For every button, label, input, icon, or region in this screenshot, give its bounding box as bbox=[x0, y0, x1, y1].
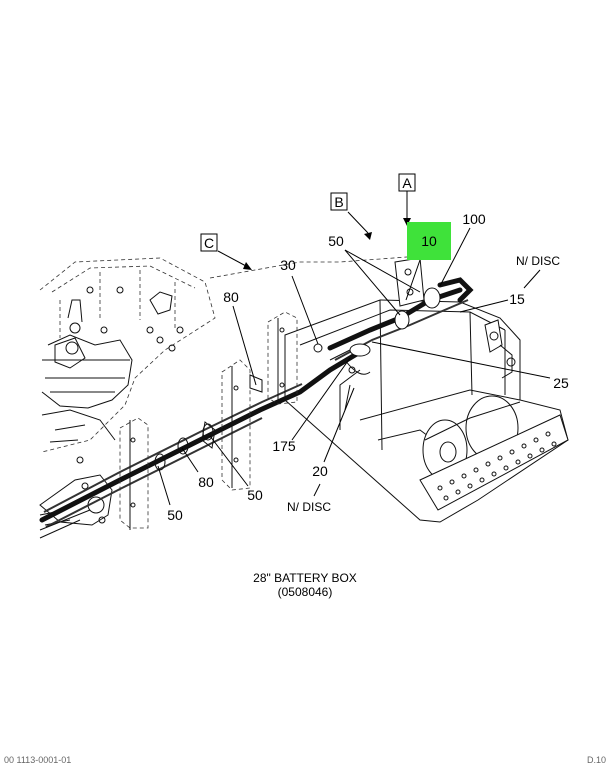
callout-ndisc-top: N/ DISC bbox=[516, 254, 560, 289]
svg-text:25: 25 bbox=[553, 375, 569, 391]
callout-20: 20 bbox=[312, 387, 355, 479]
caption-title: 28" BATTERY BOX bbox=[253, 571, 357, 585]
svg-text:C: C bbox=[204, 235, 214, 251]
frame-rail bbox=[209, 255, 421, 279]
callout-30: 30 bbox=[280, 257, 319, 345]
svg-text:A: A bbox=[402, 175, 412, 191]
callout-80-bottom: 80 bbox=[181, 447, 214, 490]
svg-text:15: 15 bbox=[509, 291, 525, 307]
frame-bracket-left bbox=[119, 417, 149, 530]
svg-text:N/ DISC: N/ DISC bbox=[516, 254, 560, 268]
svg-text:80: 80 bbox=[223, 289, 239, 305]
figure-caption: 28" BATTERY BOX (0508046) bbox=[0, 571, 610, 599]
callout-175: 175 bbox=[272, 357, 351, 454]
svg-text:100: 100 bbox=[462, 211, 486, 227]
callout-25: 25 bbox=[371, 341, 569, 391]
svg-text:80: 80 bbox=[198, 474, 214, 490]
svg-text:50: 50 bbox=[167, 507, 183, 523]
svg-text:B: B bbox=[334, 194, 343, 210]
svg-text:20: 20 bbox=[312, 463, 328, 479]
callout-50-middle: 50 bbox=[209, 435, 263, 503]
svg-text:10: 10 bbox=[421, 233, 437, 249]
svg-text:30: 30 bbox=[280, 257, 296, 273]
svg-text:50: 50 bbox=[328, 233, 344, 249]
callout-100: 100 bbox=[439, 211, 486, 287]
footer-right-text: D.10 bbox=[586, 755, 606, 765]
transmission-assembly bbox=[39, 257, 216, 464]
footer-left-text: 00 1113-0001-01 bbox=[4, 755, 72, 765]
svg-text:175: 175 bbox=[272, 438, 296, 454]
callout-50-bottom: 50 bbox=[157, 465, 183, 523]
callout-10-highlight bbox=[407, 222, 451, 260]
battery-box bbox=[284, 257, 569, 523]
callout-50-top: 50 bbox=[328, 233, 421, 316]
callout-10: 10 bbox=[405, 222, 451, 301]
battery-cables bbox=[313, 277, 474, 411]
svg-text:N/ DISC: N/ DISC bbox=[287, 500, 331, 514]
svg-text:50: 50 bbox=[247, 487, 263, 503]
step-plate-holes bbox=[437, 431, 557, 501]
callout-15: 15 bbox=[459, 291, 525, 313]
harness-clips bbox=[154, 423, 214, 471]
caption-part-number: (0508046) bbox=[277, 585, 333, 599]
callout-ndisc-bottom: N/ DISC bbox=[287, 483, 331, 514]
callout-80-top: 80 bbox=[223, 289, 257, 386]
frame-bracket-right bbox=[249, 311, 298, 405]
view-marker-a: A bbox=[398, 173, 416, 226]
view-marker-b: B bbox=[330, 192, 372, 240]
view-marker-c: C bbox=[200, 233, 252, 270]
